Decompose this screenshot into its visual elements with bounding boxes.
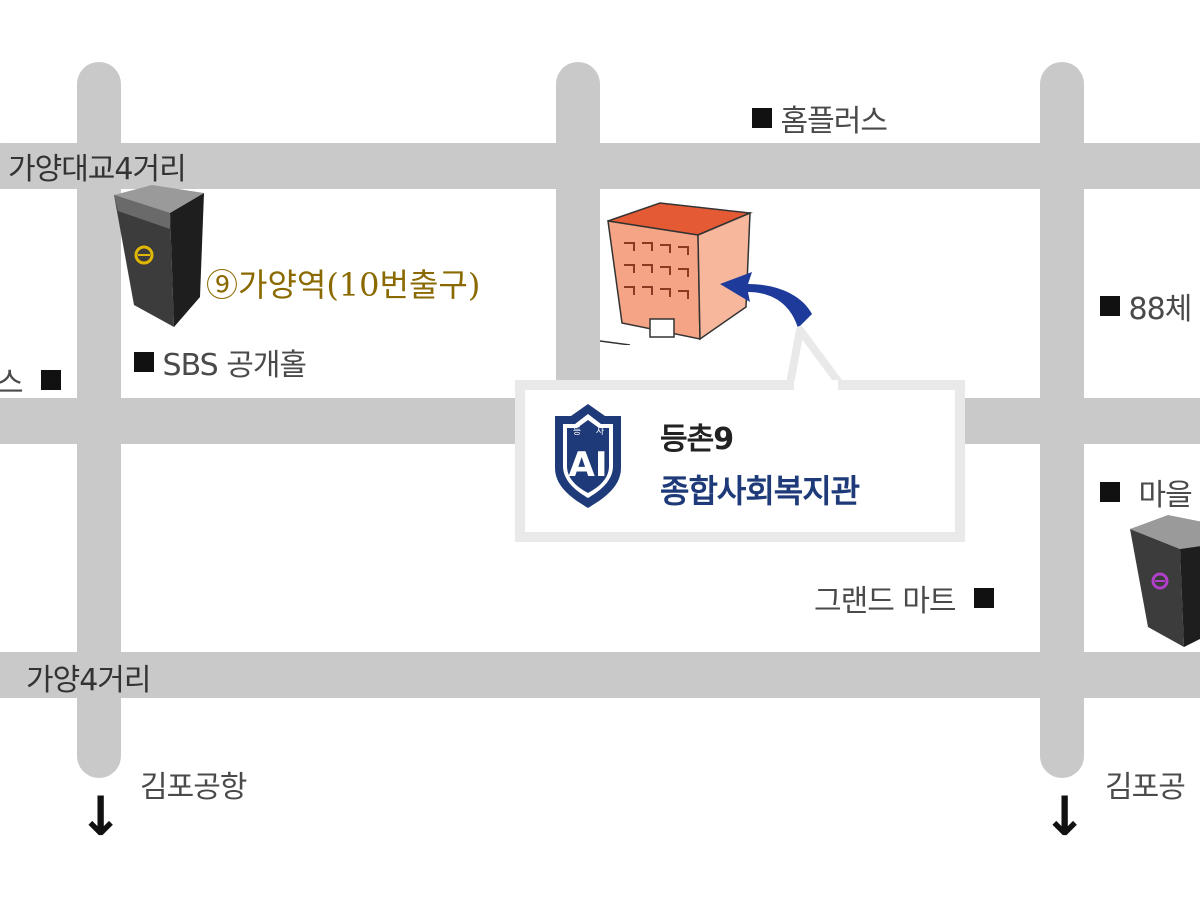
- building-icon: [600, 202, 753, 345]
- square-marker-icon: [974, 588, 995, 608]
- landmark-gym: 88체: [1100, 284, 1192, 328]
- landmark-grand-mart: 그랜드 마트: [814, 576, 995, 620]
- square-marker-icon: [752, 108, 772, 128]
- square-marker-icon: [1100, 296, 1120, 316]
- bottom-junction-label: 가양4거리: [26, 663, 151, 698]
- landmark-village: 마을: [1100, 470, 1193, 514]
- subway-tower-icon: [114, 185, 204, 327]
- curved-arrow-icon: [720, 272, 812, 328]
- road-horizontal-top: [0, 143, 1200, 189]
- square-marker-icon: [134, 352, 154, 372]
- road-vertical-middle: [556, 62, 600, 402]
- right-south-label: 김포공: [1105, 770, 1186, 805]
- emblem-top-right: 사: [596, 426, 605, 437]
- destination-name-line1: 등촌9: [660, 422, 734, 457]
- road-horizontal-bottom: [0, 652, 1200, 698]
- down-arrow-icon: ↓: [78, 785, 124, 848]
- road-vertical-left: [77, 62, 121, 778]
- left-south-label: 김포공항: [140, 770, 247, 805]
- destination-name-line2: 종합사회복지관: [660, 472, 860, 510]
- callout-tail-cover: [794, 380, 838, 396]
- square-marker-icon: [1100, 482, 1120, 502]
- top-junction-label: 가양대교4거리: [8, 152, 187, 187]
- subway-tower-icon: [1130, 515, 1200, 647]
- road-vertical-right: [1040, 62, 1084, 778]
- landmark-sbs-hall: SBS 공개홀: [134, 340, 307, 384]
- emblem-top-left: 등: [573, 426, 581, 437]
- landmark-homeplus: 홈플러스: [752, 96, 888, 140]
- square-marker-icon: [41, 370, 62, 390]
- organization-emblem-icon: 등 사 AI: [555, 404, 621, 508]
- emblem-letters: AI: [569, 445, 608, 485]
- down-arrow-icon: ↓: [1042, 785, 1088, 848]
- landmark-left-partial: 스: [0, 358, 62, 402]
- station-label: ⑨가양역(10번출구): [206, 266, 481, 304]
